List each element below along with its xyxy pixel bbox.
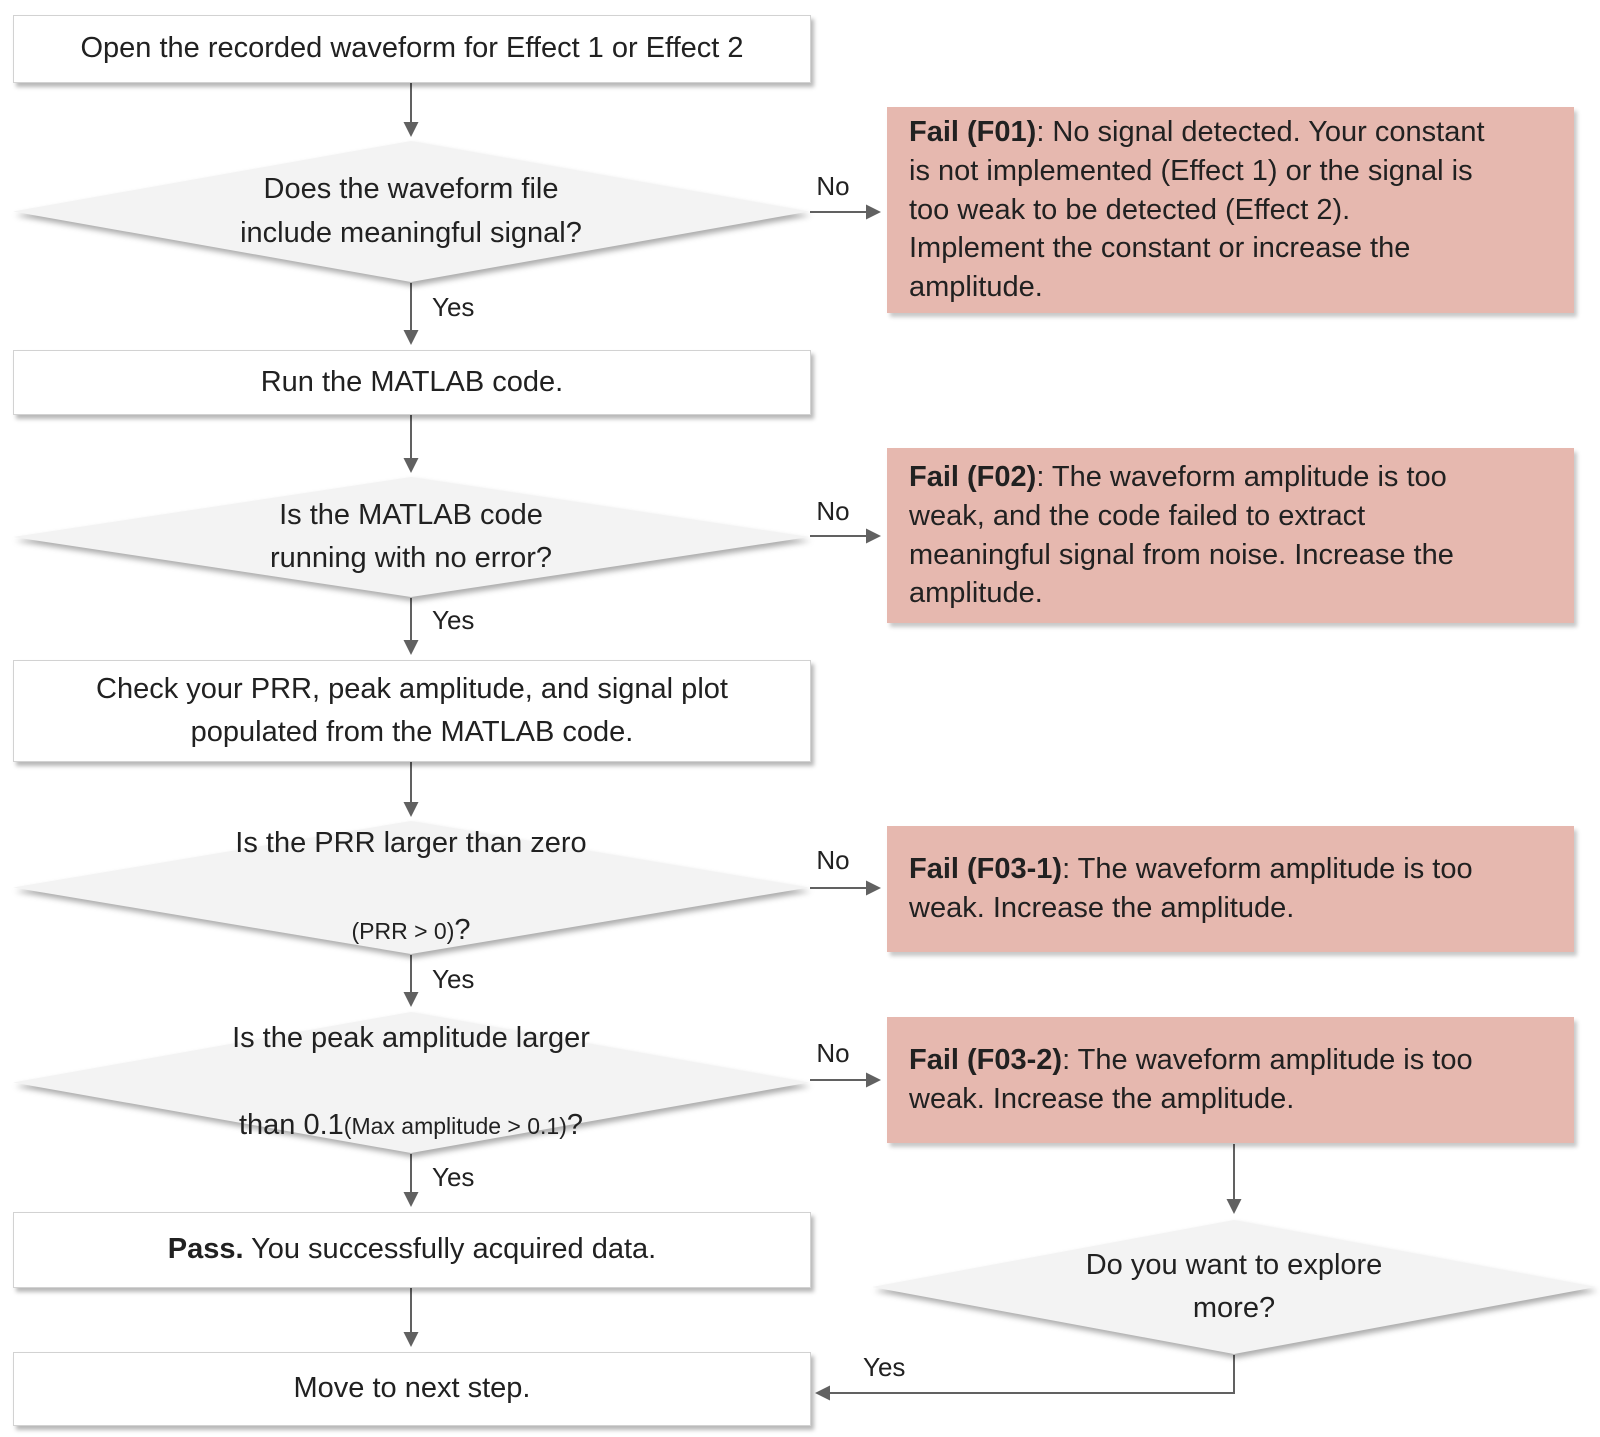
peak-line2-suffix: ? <box>566 1109 584 1142</box>
prr-line1: Is the PRR larger than zero <box>235 827 587 860</box>
step-pass-label: Pass. You successfully acquired data. <box>168 1228 657 1272</box>
decision-no-error: Is the MATLAB code running with no error… <box>13 477 809 597</box>
decision-no-error-label: Is the MATLAB code running with no error… <box>269 498 553 575</box>
peak-question-text: Is the peak amplitude larger than 0.1(Ma… <box>232 1017 590 1148</box>
decision-meaningful-signal-shape <box>13 141 809 282</box>
decision-no-error-shape <box>13 477 809 597</box>
step-move-next: Move to next step. <box>13 1352 811 1426</box>
fail-box-f02: Fail (F02): The waveform amplitude is to… <box>887 448 1574 623</box>
fail-f03-2-text: Fail (F03-2): The waveform amplitude is … <box>909 1041 1473 1119</box>
decision-peak-amplitude: Is the peak amplitude larger than 0.1(Ma… <box>13 1012 809 1153</box>
edge-label-yes-error: Yes <box>432 605 475 635</box>
prr-line2-suffix: ? <box>454 914 471 947</box>
edge-label-no-peak: No <box>816 1038 850 1068</box>
fail-f03-1-code: Fail (F03-1) <box>909 853 1063 886</box>
decision-peak-amplitude-shape <box>13 1012 809 1153</box>
step-open-waveform: Open the recorded waveform for Effect 1 … <box>13 15 811 83</box>
decision-meaningful-signal: Does the waveform file include meaningfu… <box>13 141 809 282</box>
fail-f03-2-message: : The waveform amplitude is too weak. In… <box>909 1044 1473 1115</box>
fail-f02-message: : The waveform amplitude is too weak, an… <box>909 460 1454 610</box>
fail-f02-code: Fail (F02) <box>909 460 1037 493</box>
decision-prr-positive-label: Is the PRR larger than zero (PRR > 0)? <box>13 821 809 954</box>
prr-question-text: Is the PRR larger than zero (PRR > 0)? <box>235 822 586 953</box>
step-pass: Pass. You successfully acquired data. <box>13 1212 811 1288</box>
fail-f03-1-text: Fail (F03-1): The waveform amplitude is … <box>909 850 1473 928</box>
peak-line1: Is the peak amplitude larger <box>232 1022 590 1055</box>
edge-label-no-prr: No <box>816 845 850 875</box>
fail-f01-text: Fail (F01): No signal detected. Your con… <box>909 113 1485 307</box>
pass-bold-text: Pass. <box>167 1233 244 1266</box>
decision-explore-more: Do you want to explore more? <box>872 1220 1596 1354</box>
fail-f01-code: Fail (F01) <box>909 115 1037 148</box>
fail-box-f03-1: Fail (F03-1): The waveform amplitude is … <box>887 826 1574 952</box>
pass-rest-text: You successfully acquired data. <box>243 1233 657 1266</box>
step-check-outputs-label: Check your PRR, peak amplitude, and sign… <box>96 672 728 749</box>
decision-prr-positive-shape <box>13 821 809 954</box>
step-run-matlab: Run the MATLAB code. <box>13 350 811 415</box>
edge-label-no-error: No <box>816 496 850 526</box>
step-move-next-label: Move to next step. <box>293 1372 531 1405</box>
edge-label-yes-peak: Yes <box>432 1162 475 1192</box>
edge-label-yes-explore: Yes <box>863 1352 906 1382</box>
fail-f02-text: Fail (F02): The waveform amplitude is to… <box>909 458 1454 613</box>
decision-prr-positive: Is the PRR larger than zero (PRR > 0)? <box>13 821 809 954</box>
prr-line2-small: (PRR > 0) <box>351 918 455 945</box>
decision-explore-more-shape <box>872 1220 1596 1354</box>
peak-line2-pre: than 0.1 <box>238 1109 344 1142</box>
decision-explore-more-label: Do you want to explore more? <box>1085 1248 1383 1325</box>
fail-box-f03-2: Fail (F03-2): The waveform amplitude is … <box>887 1017 1574 1143</box>
step-check-outputs: Check your PRR, peak amplitude, and sign… <box>13 660 811 762</box>
fail-f03-1-message: : The waveform amplitude is too weak. In… <box>909 853 1473 924</box>
edge-label-yes-prr: Yes <box>432 964 475 994</box>
edge-label-yes-signal: Yes <box>432 292 475 322</box>
decision-meaningful-signal-label: Does the waveform file include meaningfu… <box>240 173 582 249</box>
fail-box-f01: Fail (F01): No signal detected. Your con… <box>887 107 1574 313</box>
fail-f01-message: : No signal detected. Your constant is n… <box>909 115 1485 304</box>
peak-line2-small: (Max amplitude > 0.1) <box>343 1113 567 1140</box>
step-run-matlab-label: Run the MATLAB code. <box>260 365 564 398</box>
decision-peak-amplitude-label: Is the peak amplitude larger than 0.1(Ma… <box>13 1012 809 1153</box>
fail-f03-2-code: Fail (F03-2) <box>909 1044 1063 1077</box>
edge-label-no-signal: No <box>816 171 850 201</box>
step-open-waveform-label: Open the recorded waveform for Effect 1 … <box>80 32 744 65</box>
